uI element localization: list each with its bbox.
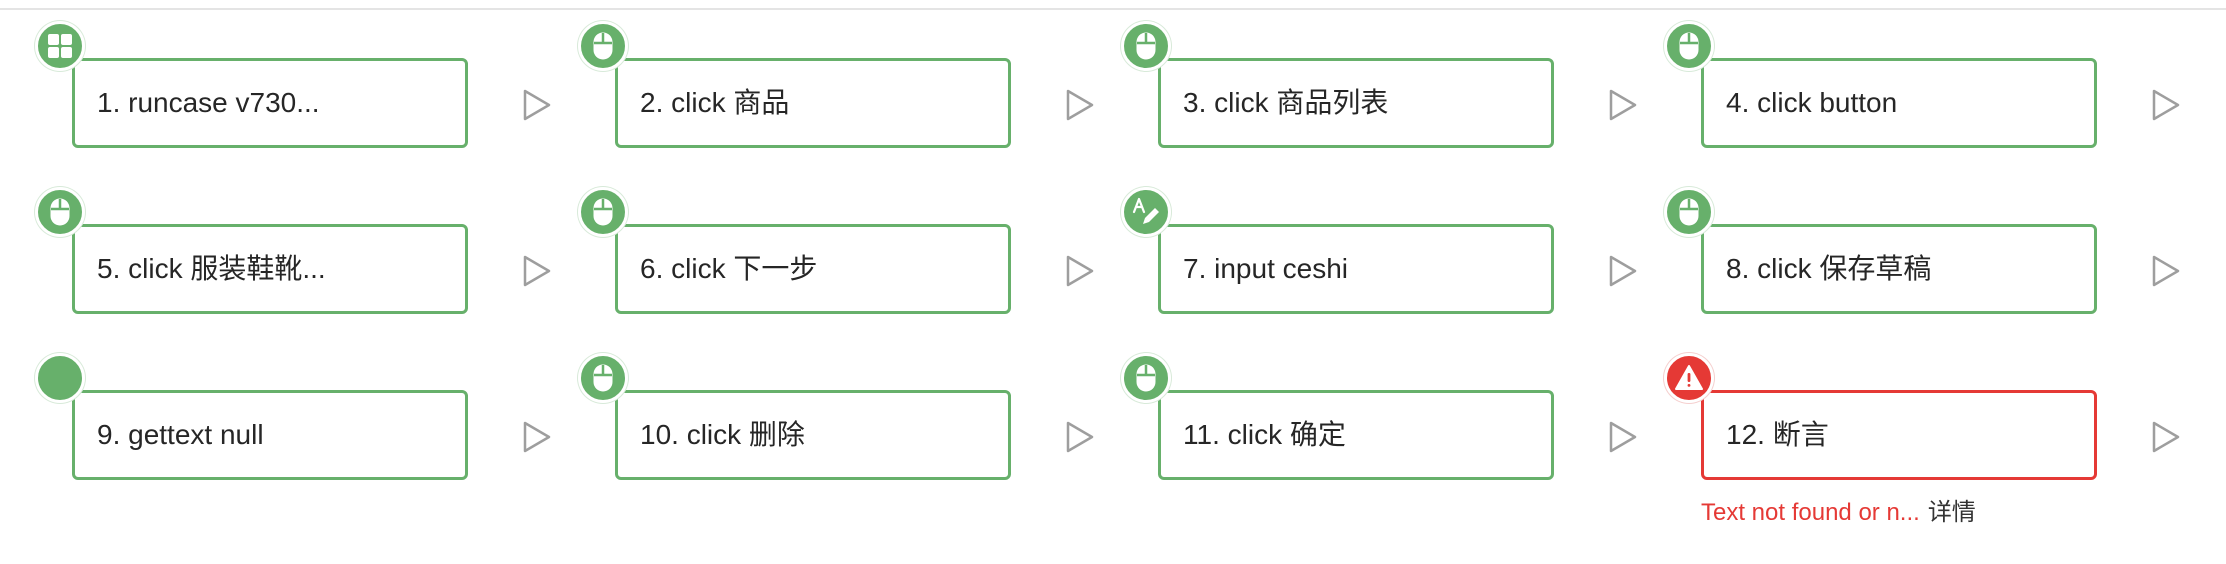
step-card-10[interactable]: 10. click 删除 — [578, 353, 1011, 480]
play-arrow-icon[interactable] — [518, 253, 554, 289]
mouse-icon — [1679, 198, 1699, 226]
step-label: 8. click 保存草稿 — [1726, 253, 1932, 284]
step-label: 5. click 服装鞋靴... — [97, 253, 326, 284]
mouse-icon — [593, 198, 613, 226]
step-card-5[interactable]: 5. click 服装鞋靴... — [35, 187, 468, 314]
step-badge-9 — [35, 353, 85, 403]
step-card-2[interactable]: 2. click 商品 — [578, 21, 1011, 148]
step-label: 9. gettext null — [97, 419, 264, 450]
step-badge-5 — [35, 187, 85, 237]
step-badge-4 — [1664, 21, 1714, 71]
step-card-7[interactable]: 7. input ceshi — [1121, 187, 1554, 314]
step-badge-8 — [1664, 187, 1714, 237]
step-card-4[interactable]: 4. click button — [1664, 21, 2097, 148]
step-label: 11. click 确定 — [1183, 419, 1346, 450]
play-arrow-icon[interactable] — [2147, 419, 2183, 455]
play-arrow-icon[interactable] — [2147, 87, 2183, 123]
error-message: Text not found or n... — [1701, 499, 1920, 526]
error-detail-link[interactable]: 详情 — [1927, 499, 1976, 526]
windows-icon — [48, 34, 72, 58]
mouse-icon — [593, 32, 613, 60]
step-label: 7. input ceshi — [1183, 253, 1348, 284]
mouse-icon — [1136, 364, 1156, 392]
step-badge-1 — [35, 21, 85, 71]
warning-icon — [1675, 365, 1703, 390]
step-badge-10 — [578, 353, 628, 403]
step-card-1[interactable]: 1. runcase v730... — [35, 21, 468, 148]
step-error-row: Text not found or n... 详情 — [1701, 496, 1976, 530]
play-arrow-icon[interactable] — [518, 419, 554, 455]
text-edit-icon — [1132, 197, 1159, 224]
step-badge-12 — [1664, 353, 1714, 403]
step-badge-2 — [578, 21, 628, 71]
play-arrow-icon[interactable] — [1604, 87, 1640, 123]
play-arrow-icon[interactable] — [1061, 87, 1097, 123]
step-label: 10. click 删除 — [640, 419, 805, 450]
step-badge-7 — [1121, 187, 1171, 237]
play-arrow-icon[interactable] — [1061, 419, 1097, 455]
play-arrow-icon[interactable] — [518, 87, 554, 123]
top-divider — [0, 8, 2226, 10]
step-label: 12. 断言 — [1726, 419, 1829, 450]
step-card-11[interactable]: 11. click 确定 — [1121, 353, 1554, 480]
mouse-icon — [1679, 32, 1699, 60]
step-label: 3. click 商品列表 — [1183, 87, 1389, 118]
play-arrow-icon[interactable] — [1061, 253, 1097, 289]
play-arrow-icon[interactable] — [1604, 419, 1640, 455]
play-arrow-icon[interactable] — [2147, 253, 2183, 289]
mouse-icon — [593, 364, 613, 392]
mouse-icon — [1136, 32, 1156, 60]
step-badge-6 — [578, 187, 628, 237]
step-card-9[interactable]: 9. gettext null — [35, 353, 468, 480]
play-arrow-icon[interactable] — [1604, 253, 1640, 289]
step-card-8[interactable]: 8. click 保存草稿 — [1664, 187, 2097, 314]
step-label: 1. runcase v730... — [97, 87, 320, 118]
step-label: 6. click 下一步 — [640, 253, 818, 284]
step-label: 4. click button — [1726, 87, 1898, 118]
step-label: 2. click 商品 — [640, 87, 790, 118]
step-badge-11 — [1121, 353, 1171, 403]
step-card-3[interactable]: 3. click 商品列表 — [1121, 21, 1554, 148]
mouse-icon — [50, 198, 70, 226]
step-card-12[interactable]: 12. 断言 — [1664, 353, 2097, 480]
step-card-6[interactable]: 6. click 下一步 — [578, 187, 1011, 314]
step-badge-3 — [1121, 21, 1171, 71]
